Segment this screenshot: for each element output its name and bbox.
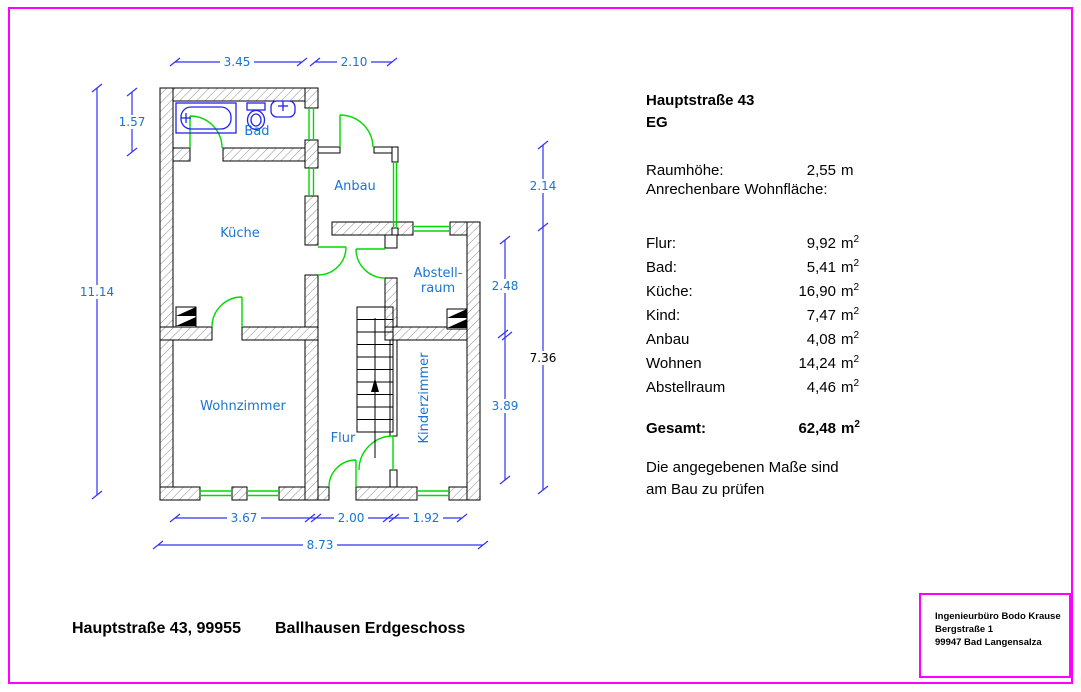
room-label-abstellraum-line1: Abstell-	[414, 266, 463, 281]
room-label-kueche: Küche	[220, 226, 260, 241]
window-wohnzimmer-1	[199, 487, 233, 500]
dim-top-bad: 3.45	[224, 55, 251, 69]
area-heading: Anrechenbare Wohnfläche:	[646, 181, 828, 198]
title-block-city: 99947 Bad Langensalza	[935, 637, 1042, 648]
window-anbau-east	[392, 162, 398, 228]
area-row: Kind: 7,47 m2	[646, 306, 860, 324]
room-labels: Bad Anbau Küche Abstell- raum Wohnzimmer…	[200, 124, 463, 446]
area-row: Flur: 9,92 m2	[646, 234, 860, 252]
room-label-anbau: Anbau	[334, 179, 376, 194]
dim-left-total: 11.14	[80, 285, 114, 299]
toilet-icon	[246, 102, 266, 131]
room-height-row: Raumhöhe: 2,55 m	[646, 156, 862, 179]
room-height-value: 2,55	[806, 162, 836, 179]
dim-right-anbau: 2.14	[530, 179, 557, 193]
doors	[189, 114, 394, 488]
window-bad-east-2	[305, 167, 318, 197]
bathtub-icon	[175, 102, 237, 134]
window-wohnzimmer-2	[246, 487, 280, 500]
dim-right-total: 7.36	[530, 351, 557, 365]
bathroom-fixtures	[175, 100, 296, 134]
door-anbau	[339, 114, 374, 148]
door-kueche-wohnzimmer	[211, 296, 243, 328]
room-height-label: Raumhöhe:	[646, 162, 724, 179]
dim-right-abstell: 2.48	[492, 279, 519, 293]
sink-icon	[270, 100, 296, 118]
room-label-kinderzimmer: Kinderzimmer	[417, 352, 432, 444]
window-bad-east-1	[305, 107, 318, 141]
door-kueche-hall	[317, 246, 347, 276]
dimensions: 3.45 2.10 1.57 11.14 2.48 3.89 2.14	[76, 55, 560, 552]
door-kinderzimmer	[358, 435, 394, 471]
dim-bottom-flur: 2.00	[338, 511, 365, 525]
windows	[199, 107, 451, 500]
room-label-wohnzimmer: Wohnzimmer	[200, 399, 286, 414]
stairs	[356, 306, 394, 458]
dim-bottom-wohn: 3.67	[231, 511, 258, 525]
room-label-abstellraum-line2: raum	[421, 281, 455, 296]
door-bad	[189, 115, 223, 149]
dim-right-kinder: 3.89	[492, 399, 519, 413]
info-panel: Hauptstraße 43 EG Raumhöhe: 2,55 m Anrec…	[646, 90, 862, 501]
note-line1: Die angegebenen Maße sind	[646, 459, 839, 476]
door-entry-flur	[328, 459, 357, 488]
sheet-title-location: Ballhausen Erdgeschoss	[275, 620, 466, 637]
note-line2: am Bau zu prüfen	[646, 481, 765, 498]
room-label-flur: Flur	[331, 431, 356, 446]
stair-direction-arrow	[371, 378, 379, 392]
info-floor: EG	[646, 114, 668, 131]
title-block: Ingenieurbüro Bodo Krause Bergstraße 1 9…	[919, 593, 1071, 678]
title-block-street: Bergstraße 1	[935, 624, 994, 635]
door-abstellraum	[355, 248, 386, 279]
window-kinderzimmer	[416, 487, 450, 500]
info-title: Hauptstraße 43	[646, 92, 755, 109]
room-label-bad: Bad	[244, 124, 269, 139]
dim-bottom-total: 8.73	[307, 538, 334, 552]
chimney-kueche	[175, 306, 197, 328]
area-row: Bad: 5,41 m2	[646, 258, 860, 276]
dim-bottom-kinder: 1.92	[413, 511, 440, 525]
sheet-title-address: Hauptstraße 43, 99955	[72, 620, 241, 637]
area-row: Abstellraum 4,46 m2	[646, 378, 860, 396]
area-row: Küche: 16,90 m2	[646, 282, 860, 300]
area-row: Wohnen 14,24 m2	[646, 354, 860, 372]
window-abstellraum	[412, 222, 451, 235]
total-row: Gesamt: 62,48 m2	[646, 419, 860, 437]
chimney-abstellraum	[446, 308, 468, 330]
title-block-company: Ingenieurbüro Bodo Krause	[935, 611, 1061, 622]
dim-top-anbau: 2.10	[341, 55, 368, 69]
dim-left-bad: 1.57	[119, 115, 146, 129]
area-row: Anbau 4,08 m2	[646, 330, 860, 348]
walls	[159, 87, 481, 501]
